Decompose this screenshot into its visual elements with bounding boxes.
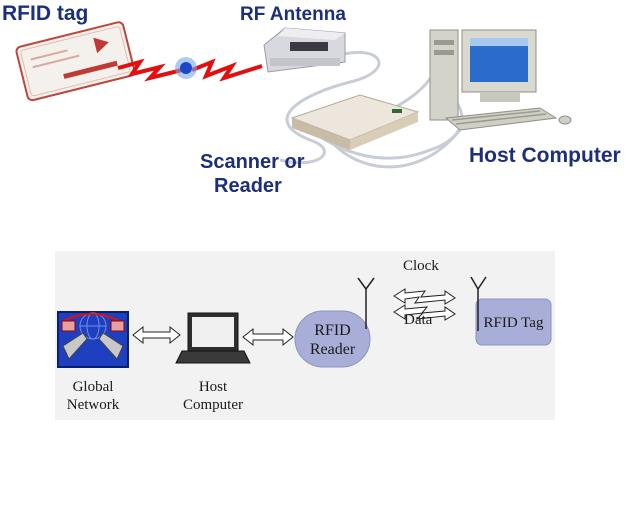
host-line1: Host	[198, 379, 228, 395]
data-label: Data	[404, 312, 433, 328]
rfid-tag-label: RFID tag	[2, 2, 89, 25]
host-computer-label: Host Computer	[469, 144, 621, 167]
rfid-reader-icon	[294, 277, 375, 368]
global-network-line1: Global	[72, 379, 114, 395]
rfid-reader-label: RFID Reader	[295, 321, 370, 359]
scanner-reader-icon	[290, 94, 420, 150]
reader-line1: RFID	[314, 322, 351, 339]
rfid-tag-card-icon	[15, 21, 136, 102]
global-network-line2: Network	[66, 397, 120, 413]
rf-antenna-icon	[263, 27, 346, 73]
reader-line2: Reader	[309, 341, 356, 358]
rfid-tag-bottom-label: RFID Tag	[483, 315, 544, 331]
rf-antenna-label: RF Antenna	[240, 4, 346, 25]
rfid-tag-icon	[470, 276, 552, 346]
double-arrow-icon	[242, 327, 294, 347]
laptop-icon	[175, 312, 251, 364]
scanner-label-line2: Reader	[214, 175, 282, 197]
host-computer-bottom-label: Host Computer	[173, 378, 253, 414]
global-network-icon	[57, 311, 129, 368]
double-arrow-icon	[132, 325, 181, 345]
host-line2: Computer	[183, 397, 243, 413]
scanner-label: Scanner or Reader	[200, 150, 304, 198]
host-computer-icon	[429, 29, 572, 131]
top-diagram-art	[15, 21, 572, 169]
scanner-label-line1: Scanner or	[200, 151, 305, 173]
top-diagram: RFID tag RF Antenna Scanner or Reader Ho…	[0, 0, 640, 200]
bottom-diagram-art	[57, 276, 552, 368]
clock-data-arrows-icon	[393, 288, 456, 321]
global-network-label: Global Network	[53, 378, 133, 414]
bottom-diagram-panel: Global Network Host Computer RFID Reader…	[55, 251, 555, 420]
rf-signal-icon	[117, 57, 263, 82]
clock-label: Clock	[403, 258, 439, 274]
